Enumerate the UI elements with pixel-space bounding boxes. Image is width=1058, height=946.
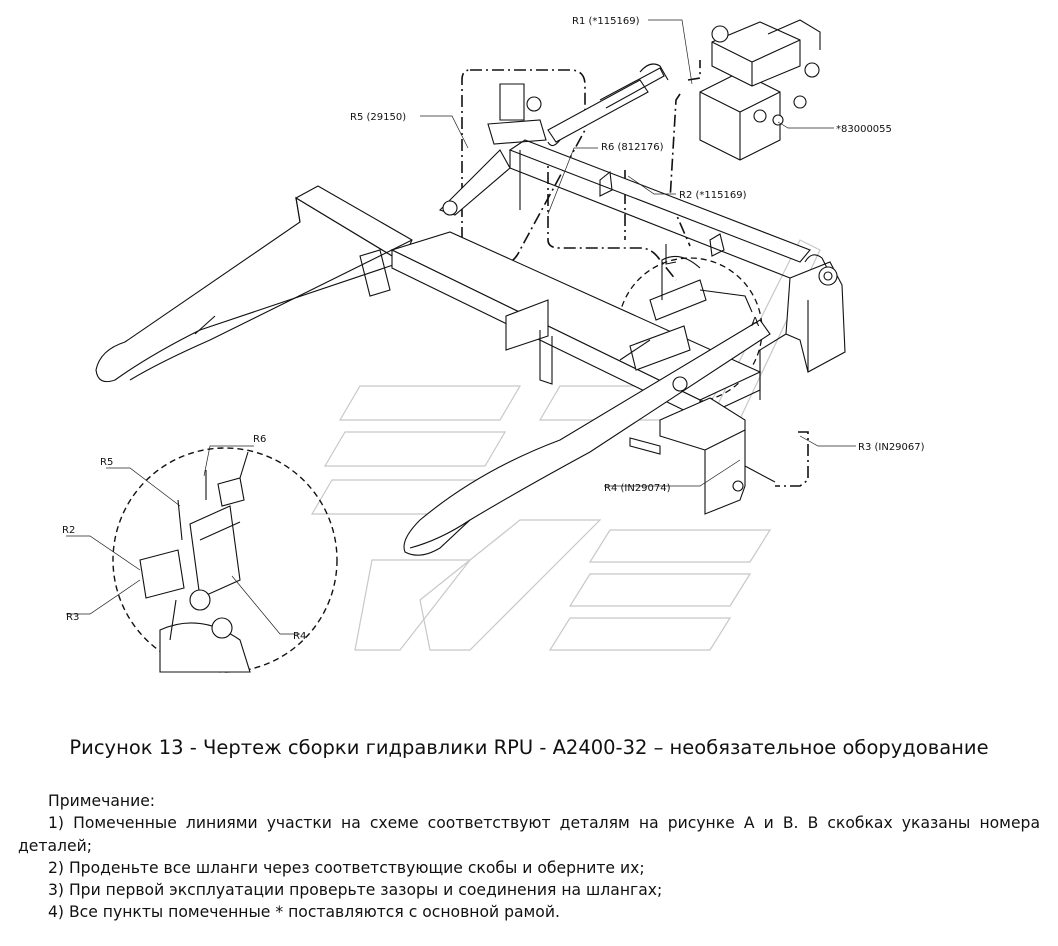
hydraulic-cylinder-a	[619, 255, 753, 392]
detail-label-r5: R5	[100, 457, 113, 468]
frame-upper-rail	[508, 139, 811, 279]
label-r4: R4 (IN29074)	[604, 483, 671, 494]
label-r6: R6 (812176)	[601, 142, 664, 153]
label-r5: R5 (29150)	[350, 112, 406, 123]
hydraulic-cylinder-top	[547, 63, 669, 147]
label-r3: R3 (IN29067)	[858, 442, 925, 453]
detail-label-r2: R2	[62, 525, 75, 536]
label-r1: R1 (*115169)	[572, 16, 640, 27]
figure-caption: Рисунок 13 - Чертеж сборки гидравлики RP…	[69, 736, 989, 759]
hydraulic-assembly-drawing: R1 (*115169) R5 (29150) R6 (812176) R2 (…	[62, 16, 925, 673]
valve-block	[699, 19, 821, 161]
note-item: 3) При первой эксплуатации проверьте заз…	[48, 881, 663, 900]
label-a: A	[751, 315, 760, 329]
detail-label-r4: R4	[293, 631, 306, 642]
notes-block: Примечание: 1) Помеченные линиями участк…	[18, 790, 1040, 924]
note-item: 4) Все пункты помеченные * поставляются …	[48, 903, 560, 922]
detail-view-a	[112, 447, 338, 673]
note-item: 1) Помеченные линиями участки на схеме с…	[18, 814, 1040, 855]
left-arm-bracket	[438, 83, 547, 216]
frame-left-tube	[95, 185, 413, 383]
detail-label-r6: R6	[253, 434, 266, 445]
note-item: 2) Проденьте все шланги через соответств…	[48, 858, 645, 877]
leader-lines	[66, 19, 856, 635]
detail-label-r3: R3	[66, 612, 79, 623]
notes-title: Примечание:	[48, 792, 156, 810]
label-part: *83000055	[836, 124, 892, 135]
frame-right-hitch	[759, 254, 846, 400]
label-r2: R2 (*115169)	[679, 190, 747, 201]
